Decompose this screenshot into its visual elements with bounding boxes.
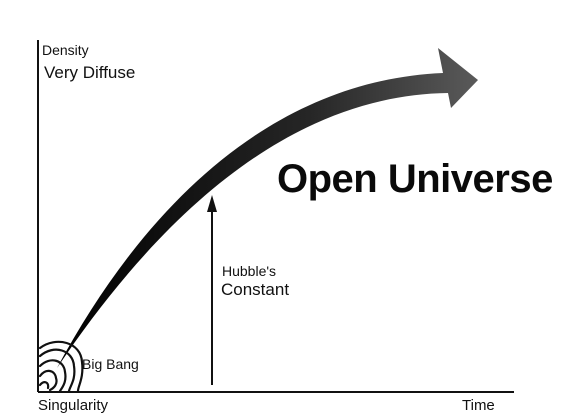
y-axis-label-very-diffuse: Very Diffuse <box>44 63 136 82</box>
expansion-curve-arrow <box>57 48 478 368</box>
diagram-title: Open Universe <box>277 157 553 201</box>
hubble-label-line1: Hubble's <box>222 263 277 279</box>
hubble-arrow <box>207 195 217 385</box>
big-bang-label: Big Bang <box>82 356 139 372</box>
y-axis-label-density: Density <box>42 42 89 58</box>
x-axis-label-time: Time <box>462 397 495 414</box>
big-bang-burst <box>38 340 84 393</box>
x-axis-label-singularity: Singularity <box>38 397 109 414</box>
hubble-label-line2: Constant <box>221 280 290 299</box>
